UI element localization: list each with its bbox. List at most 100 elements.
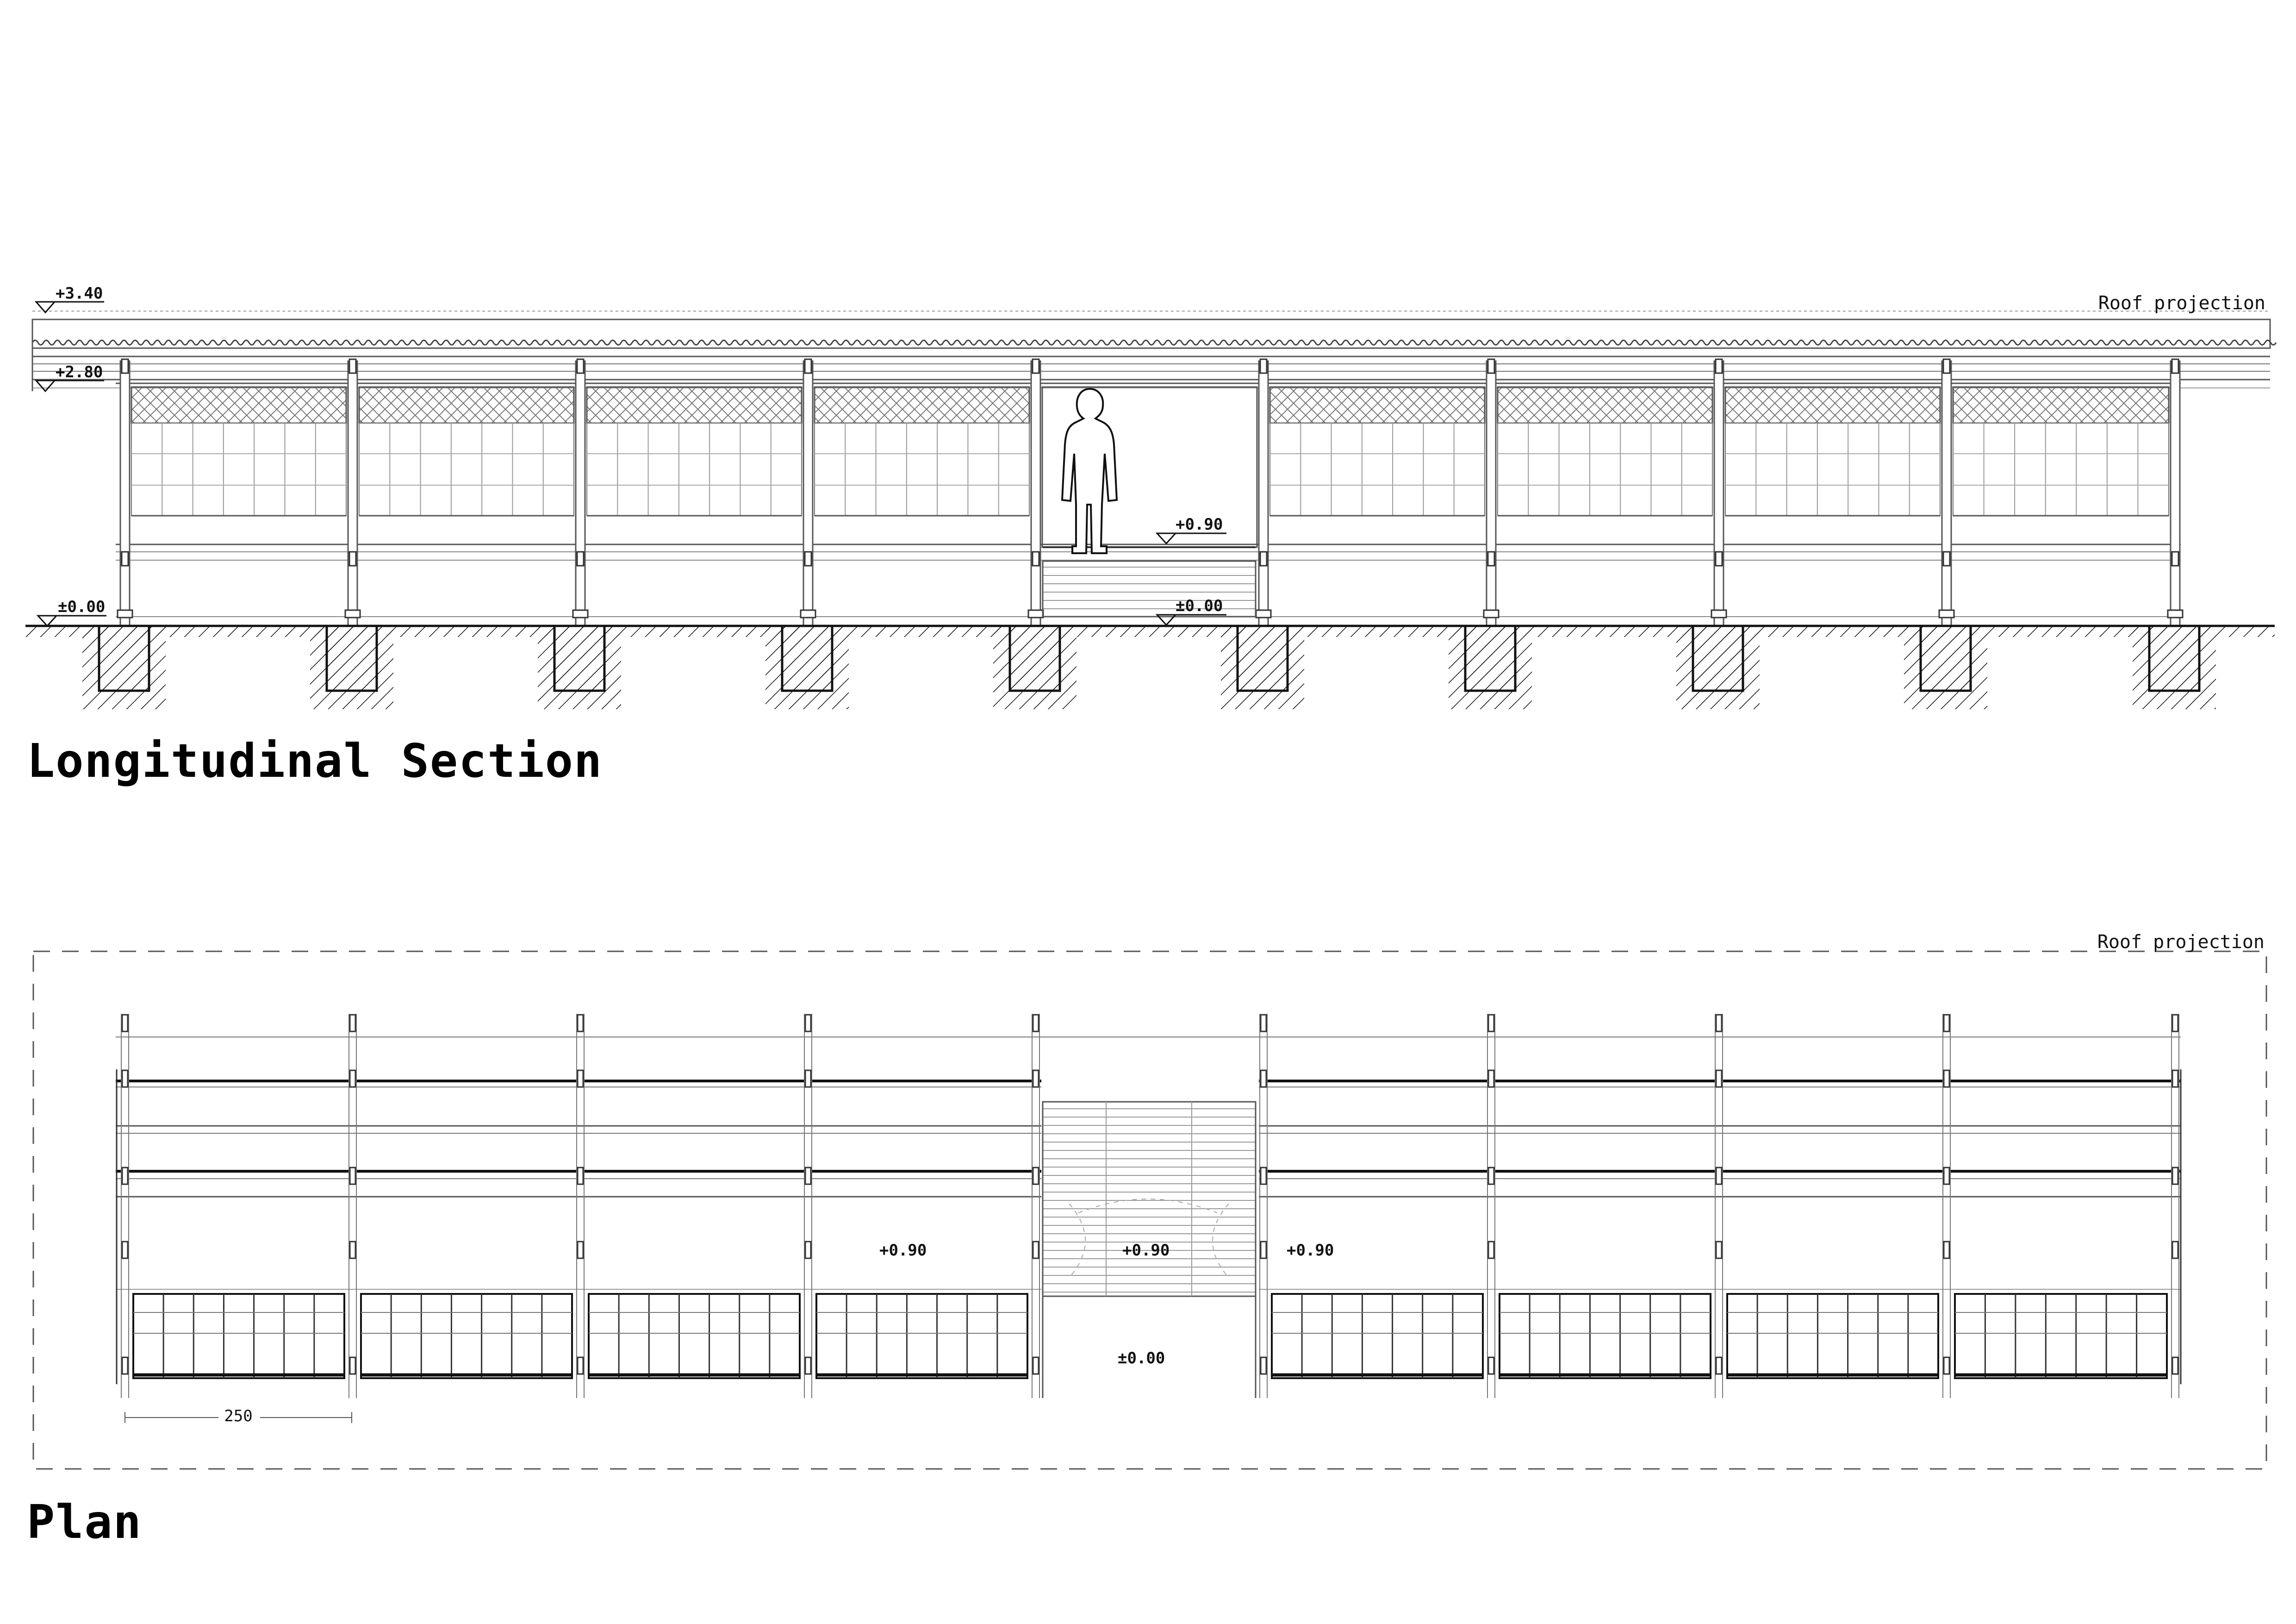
plan-post-plate [349, 1356, 356, 1375]
wall-panel [586, 423, 802, 516]
plan-roof-projection-note: Roof projection [2097, 931, 2265, 953]
floor-plan: Roof projection [27, 931, 2267, 1549]
plan-post-plate [804, 1356, 812, 1375]
post-cap [1259, 358, 1268, 374]
plan-post-plate [1260, 1167, 1267, 1185]
plan-post-plate [1487, 1167, 1495, 1185]
plan-post-plate [1260, 1069, 1267, 1088]
plan-post-plate [349, 1241, 356, 1259]
footing-block [1236, 625, 1289, 692]
wall-panel [131, 423, 347, 516]
post-cap [2171, 358, 2179, 374]
level-marker-ground-left: ±0.00 [36, 598, 106, 627]
footing-block [98, 625, 150, 692]
level-marker-ridge: +3.40 [34, 284, 104, 314]
plan-level-left: +0.90 [879, 1241, 927, 1260]
post-bracket [576, 551, 585, 567]
post-base [1255, 609, 1272, 618]
bench-panel [360, 1293, 573, 1379]
wall-panel [1953, 423, 2169, 516]
post-base [1483, 609, 1500, 618]
footing-block [1692, 625, 1744, 692]
post-base [572, 609, 589, 618]
post-bracket [121, 551, 129, 567]
post-base [800, 609, 816, 618]
wall-panel [814, 423, 1030, 516]
section-roof-projection-note: Roof projection [2098, 293, 2265, 314]
roof-section [31, 311, 2277, 391]
plan-central-stair [1042, 1101, 1257, 1398]
bench-panel [1954, 1293, 2168, 1379]
post-cap [1487, 358, 1495, 374]
plan-post-plate [1943, 1167, 1950, 1185]
footings [82, 625, 2216, 709]
plan-post-plate [804, 1167, 812, 1185]
plan-post-plate [1715, 1167, 1723, 1185]
post-base [344, 609, 361, 618]
section-post [1486, 360, 1497, 627]
bench-panel [588, 1293, 801, 1379]
level-eave-label: +2.80 [56, 363, 103, 381]
lattice-panel [1497, 386, 1713, 424]
section-post [1941, 360, 1952, 627]
plan-post-plate [121, 1356, 129, 1375]
plan-post-plate [577, 1167, 584, 1185]
plan-post-plate [349, 1014, 356, 1032]
plan-post-plate [1260, 1014, 1267, 1032]
footing-block [781, 625, 834, 692]
post-bracket [1487, 551, 1495, 567]
central-stair-section [1042, 546, 1257, 618]
plan-post-plate [577, 1241, 584, 1259]
bench-panel [132, 1293, 345, 1379]
bench-panel [1271, 1293, 1484, 1379]
plan-rails [116, 1037, 2181, 1290]
level-ridge-label: +3.40 [56, 284, 103, 303]
plan-post-plate [577, 1356, 584, 1375]
post-bracket [2171, 551, 2179, 567]
post-bracket [804, 551, 812, 567]
footing-block [2148, 625, 2201, 692]
plan-level-entry: ±0.00 [1118, 1349, 1165, 1368]
plan-post-plate [1032, 1167, 1039, 1185]
post-cap [1942, 358, 1951, 374]
plan-post-plate [1943, 1014, 1950, 1032]
plan-post-plate [1943, 1356, 1950, 1375]
plan-post-plate [1260, 1241, 1267, 1259]
plan-post-plate [1715, 1241, 1723, 1259]
plan-post-plate [1487, 1069, 1495, 1088]
post-bracket [1942, 551, 1951, 567]
post-cap [348, 358, 357, 374]
plan-post-plate [804, 1069, 812, 1088]
post-bracket [1032, 551, 1040, 567]
plan-post-plate [121, 1014, 129, 1032]
plan-post-plate [1715, 1014, 1723, 1032]
post-base [1711, 609, 1727, 618]
section-post [119, 360, 131, 627]
human-figure-icon [1061, 387, 1118, 554]
plan-post-plate [1487, 1014, 1495, 1032]
lattice-panel [1724, 386, 1941, 424]
plan-post-plate [1487, 1241, 1495, 1259]
plan-title: Plan [27, 1495, 142, 1549]
plan-post-plate [1260, 1356, 1267, 1375]
plan-post-plate [1487, 1356, 1495, 1375]
section-post [2170, 360, 2181, 627]
lattice-panel [1269, 386, 1486, 424]
section-post [575, 360, 586, 627]
post-bracket [348, 551, 357, 567]
post-base [1938, 609, 1955, 618]
plan-post-plate [121, 1069, 129, 1088]
post-cap [121, 358, 129, 374]
post-cap [1032, 358, 1040, 374]
plan-post-plate [1943, 1241, 1950, 1259]
wall-panel [1269, 423, 1485, 516]
section-post [1030, 360, 1041, 627]
post-base [2167, 609, 2184, 618]
level-marker-ground-center: ±0.00 [1155, 597, 1226, 626]
plan-post-plate [1715, 1069, 1723, 1088]
level-ground-center-label: ±0.00 [1176, 597, 1223, 615]
lattice-panel [814, 386, 1030, 424]
wall-panel [359, 423, 574, 516]
section-post [1258, 360, 1269, 627]
